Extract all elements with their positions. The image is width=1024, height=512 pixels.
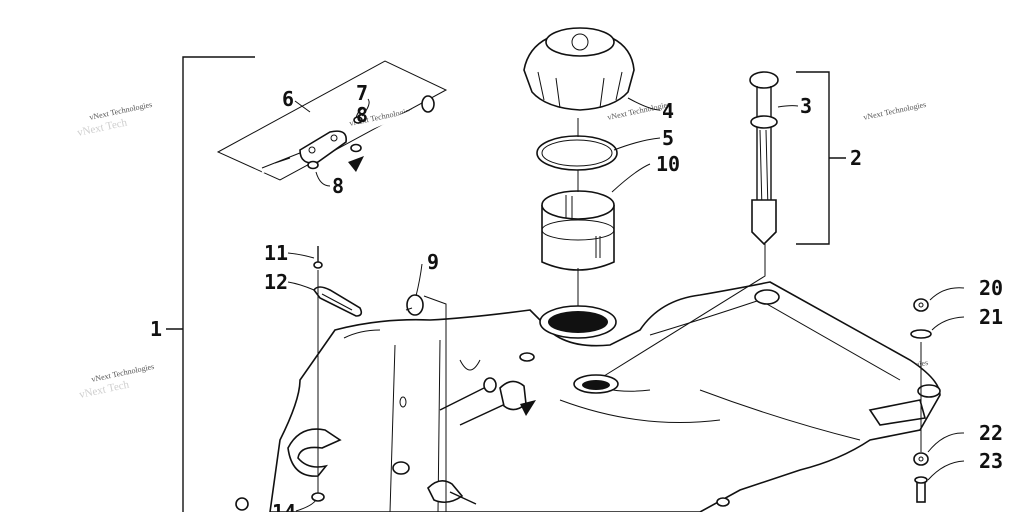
nut-20 <box>913 298 929 312</box>
fuel-gauge-3 <box>749 71 779 246</box>
callout-4: 4 <box>662 99 674 123</box>
callout-5: 5 <box>662 126 674 150</box>
watermark-ghost: vNext Tech <box>78 379 131 401</box>
callout-8-lower: 8 <box>332 174 344 198</box>
callout-12: 12 <box>264 270 288 294</box>
strap-12 <box>313 286 363 317</box>
washer-8-lower <box>307 160 319 170</box>
watermark-ghost: vNext Tech <box>76 117 129 139</box>
bracket-plate-6 <box>299 130 347 164</box>
callout-8-upper: 8 <box>356 103 368 127</box>
callout-23: 23 <box>979 449 1003 473</box>
fuel-tank-body <box>269 281 941 512</box>
callout-9: 9 <box>427 250 439 274</box>
washer-8-upper <box>350 143 362 153</box>
watermark: vNext Technologies <box>863 100 927 122</box>
callout-14: 14 <box>272 500 296 512</box>
callout-2: 2 <box>850 146 862 170</box>
nut-22 <box>913 452 929 466</box>
leader-9 <box>423 295 447 512</box>
bolt-23 <box>914 476 928 503</box>
washer-lower <box>311 492 325 502</box>
gasket-5 <box>536 135 618 171</box>
callout-10: 10 <box>656 152 680 176</box>
callout-7: 7 <box>356 81 368 105</box>
callout-6: 6 <box>282 87 294 111</box>
washer-8-top <box>353 116 363 124</box>
callout-20: 20 <box>979 276 1003 300</box>
filler-neck-10 <box>541 190 615 271</box>
callout-1: 1 <box>150 317 162 341</box>
washer-21 <box>910 329 932 339</box>
bracket-2 <box>796 71 846 245</box>
callouts: 1 2 3 4 5 6 7 8 8 9 10 11 12 14 20 21 22… <box>150 81 1003 512</box>
grommet-14 <box>235 497 249 511</box>
direction-arrow <box>348 156 364 172</box>
callout-22: 22 <box>979 421 1003 445</box>
callout-11: 11 <box>264 241 288 265</box>
grommet-9 <box>405 294 424 316</box>
rivet-11 <box>313 246 323 269</box>
bracket-1 <box>166 56 255 512</box>
subassembly-box <box>216 60 448 181</box>
leader-lines <box>287 97 965 512</box>
gas-cap-4 <box>523 27 635 111</box>
callout-3: 3 <box>800 94 812 118</box>
callout-21: 21 <box>979 305 1003 329</box>
tank-bolts <box>427 377 536 505</box>
